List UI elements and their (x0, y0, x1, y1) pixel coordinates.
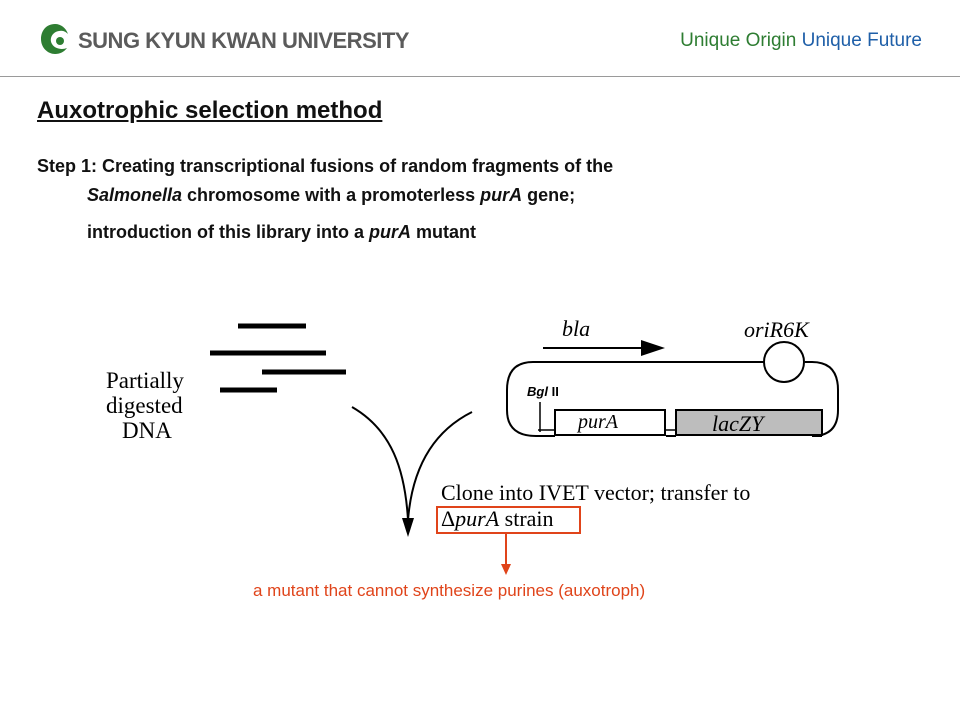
arrow-head-down (402, 518, 414, 537)
dna-label-line1: Partially (106, 368, 184, 393)
step-line2-italic2: purA (480, 185, 523, 205)
slide-title: Auxotrophic selection method (37, 97, 383, 124)
clone-caption-line2: ΔpurA strain (441, 506, 554, 531)
pura-gene-box (554, 409, 666, 436)
clone-caption-delta: Δ (441, 506, 455, 531)
step-line2-text2: gene; (522, 185, 576, 205)
dna-label-line3: DNA (122, 418, 172, 443)
lacz-label: lacZY (712, 411, 766, 436)
clone-caption-line1: Clone into IVET vector; transfer to (441, 480, 750, 505)
pura-label: purA (576, 411, 619, 433)
ori-circle (763, 341, 805, 383)
highlight-box (436, 506, 581, 534)
slogan-part2: Unique Future (801, 30, 922, 51)
step-line2: Salmonella chromosome with a promoterles… (37, 181, 927, 210)
header-divider (0, 76, 960, 77)
bla-label: bla (562, 316, 590, 341)
converging-arrow-left (351, 406, 409, 521)
auxotroph-annotation: a mutant that cannot synthesize purines … (253, 581, 646, 600)
ivet-plasmid: bla oriR6K Bgl II purA lacZY (506, 316, 839, 437)
slide-header: SUNG KYUN KWAN UNIVERSITY Unique Origin … (0, 0, 960, 77)
university-emblem-icon (41, 24, 68, 54)
dna-fragments (210, 323, 346, 393)
step-line2-text1: chromosome with a promoterless (182, 185, 481, 205)
plasmid-backbone (506, 361, 839, 437)
step-label: Step 1: (37, 156, 98, 176)
step-line2-italic1: Salmonella (87, 185, 183, 205)
step-line3-italic: purA (369, 222, 411, 242)
step-line3-text1: introduction of this library into a (87, 222, 369, 242)
step-line3-text2: mutant (411, 222, 476, 242)
clone-caption-text: strain (499, 506, 553, 531)
clone-caption-italic: purA (453, 506, 500, 531)
bgl-label: Bgl II (527, 384, 559, 399)
annotation-arrow-head (501, 564, 511, 575)
bla-arrow-head (641, 340, 665, 356)
step-line1: Creating transcriptional fusions of rand… (102, 156, 614, 176)
converging-arrow-right (407, 411, 473, 521)
slogan-part1: Unique Origin (680, 30, 797, 51)
step-1-text: Step 1: Creating transcriptional fusions… (37, 152, 927, 247)
bgl-label-suffix: II (552, 384, 559, 399)
slogan: Unique Origin Unique Future (680, 30, 922, 52)
lacz-gene-box (675, 409, 823, 436)
dna-label-line2: digested (106, 393, 183, 418)
step-line3: introduction of this library into a purA… (37, 218, 927, 247)
bgl-label-italic: Bgl (527, 384, 548, 399)
ori-label: oriR6K (744, 317, 810, 342)
university-name: SUNG KYUN KWAN UNIVERSITY (78, 28, 409, 53)
